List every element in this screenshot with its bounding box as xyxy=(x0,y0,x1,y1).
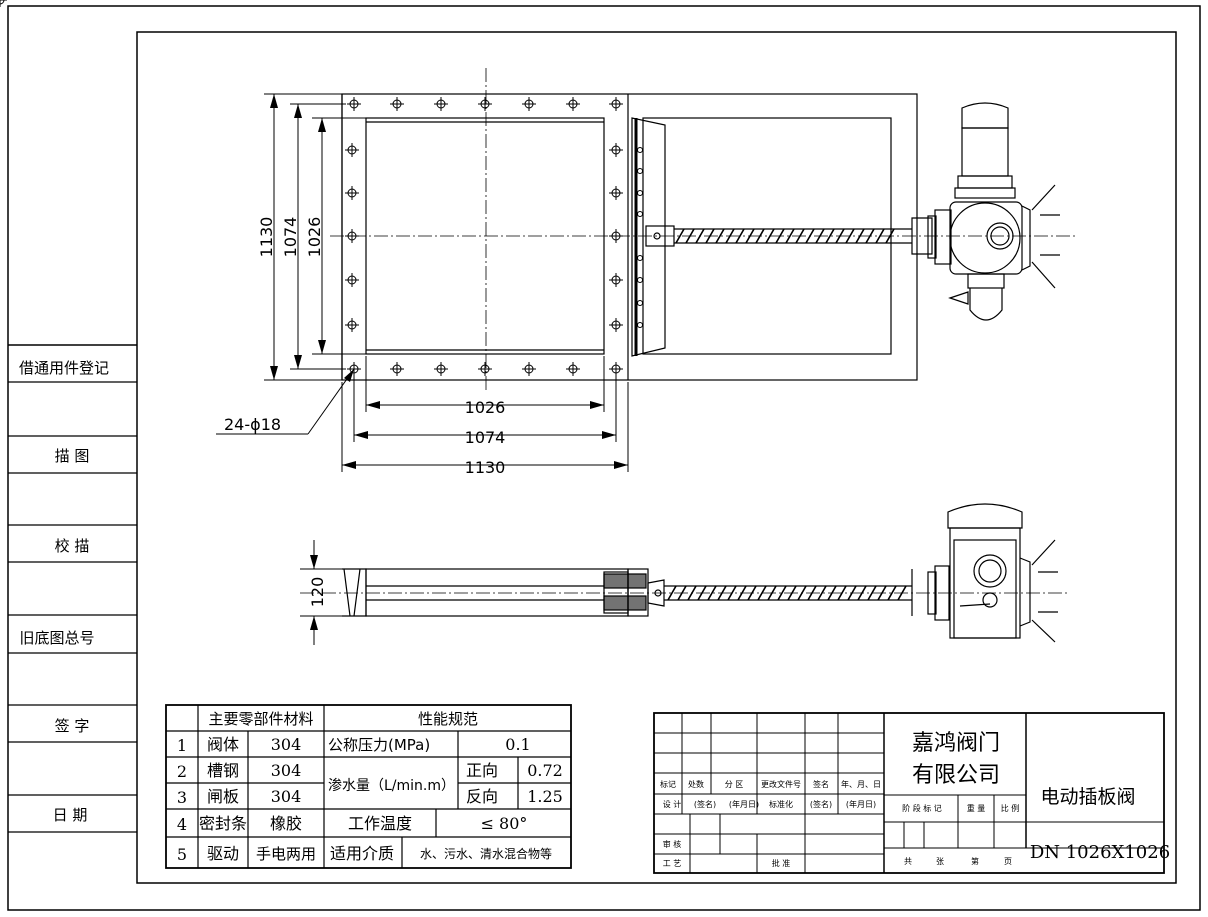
sheet-no: 第 xyxy=(971,856,979,866)
spec-table-grid xyxy=(165,704,572,869)
side-view xyxy=(300,568,1070,617)
dim-width-bolt: 1074 xyxy=(465,428,506,447)
bolt-holes xyxy=(0,0,643,377)
company-line2: 有限公司 xyxy=(912,763,1000,788)
medium-label: 适用介质 xyxy=(330,844,394,863)
temp-label: 工作温度 xyxy=(348,814,412,833)
title-block-text: 嘉鸿阀门 有限公司 电动插板阀 DN 1026X1026 标记 处数 分 区 更… xyxy=(660,731,1170,868)
row-no-3: 3 xyxy=(177,788,187,807)
product-size: DN 1026X1026 xyxy=(1030,842,1170,863)
row-no-2: 2 xyxy=(177,762,187,781)
temp-value: ≤ 80° xyxy=(481,814,528,833)
review-label: 审 核 xyxy=(663,839,682,849)
standardize-label: 标准化 xyxy=(769,799,793,809)
company-line1: 嘉鸿阀门 xyxy=(912,731,1000,756)
row-part-1: 阀体 xyxy=(207,735,239,754)
performance-header: 性能规范 xyxy=(418,710,478,728)
row-material-1: 304 xyxy=(271,735,302,754)
electric-actuator-side xyxy=(927,503,1058,643)
weight-label: 重 量 xyxy=(967,803,986,813)
col-change-doc: 更改文件号 xyxy=(761,779,801,789)
front-dimension-texts: 1130 1074 1026 1026 1074 1130 24-ϕ18 xyxy=(224,217,505,477)
standardize-date: (年月日) xyxy=(846,799,876,809)
front-view xyxy=(330,68,1076,392)
design-sign: (签名) xyxy=(694,799,716,809)
label-proof-trace: 校 描 xyxy=(55,537,90,555)
row-no-4: 4 xyxy=(177,815,187,834)
pressure-value: 0.1 xyxy=(505,735,530,754)
side-dimension-arrows xyxy=(310,555,318,630)
process-label: 工 艺 xyxy=(663,859,682,868)
row-material-4: 橡胶 xyxy=(270,814,302,833)
row-part-4: 密封条 xyxy=(199,814,247,833)
label-date: 日 期 xyxy=(53,806,88,824)
dim-width-outer: 1130 xyxy=(465,458,506,477)
pressure-label: 公称压力(MPa) xyxy=(328,736,430,754)
title-block-grid xyxy=(653,712,1165,874)
front-dimension-arrows xyxy=(270,94,628,469)
design-date: (年月日) xyxy=(729,799,759,809)
sheets-total: 共 xyxy=(904,857,912,866)
stage-mark: 阶 段 标 记 xyxy=(902,803,942,813)
row-material-5: 手电两用 xyxy=(256,845,316,863)
label-signature: 签 字 xyxy=(55,717,90,735)
front-dimension-lines xyxy=(216,93,629,472)
row-part-5: 驱动 xyxy=(207,844,239,863)
leak-label: 渗水量（L/min.m） xyxy=(328,778,455,794)
forward-value: 0.72 xyxy=(527,761,563,780)
sheet-borders xyxy=(7,5,1201,911)
left-strip-labels: 借通用件登记 描 图 校 描 旧底图总号 签 字 日 期 xyxy=(19,359,109,824)
medium-value: 水、污水、清水混合物等 xyxy=(420,846,552,861)
col-mark: 标记 xyxy=(660,779,676,789)
dim-height-inner: 1026 xyxy=(305,217,324,258)
dim-width-inner: 1026 xyxy=(465,398,506,417)
row-material-3: 304 xyxy=(271,787,302,806)
col-zone: 分 区 xyxy=(725,780,744,789)
row-no-5: 5 xyxy=(177,845,187,864)
forward-label: 正向 xyxy=(466,761,498,780)
row-part-2: 槽钢 xyxy=(207,761,239,780)
reverse-value: 1.25 xyxy=(527,787,563,806)
product-name: 电动插板阀 xyxy=(1040,786,1135,808)
approve-label: 批 准 xyxy=(772,858,791,868)
design-label: 设 计 xyxy=(663,799,682,809)
screw-threads xyxy=(675,228,895,244)
materials-header: 主要零部件材料 xyxy=(208,710,313,728)
row-material-2: 304 xyxy=(271,761,302,780)
dim-thickness: 120 xyxy=(308,577,327,608)
row-part-3: 闸板 xyxy=(207,787,239,806)
dim-height-bolt: 1074 xyxy=(281,217,300,258)
scale-label: 比 例 xyxy=(1001,803,1020,813)
label-borrow-register: 借通用件登记 xyxy=(19,359,109,377)
left-strip xyxy=(8,381,137,833)
row-no-1: 1 xyxy=(177,736,187,755)
page-word: 页 xyxy=(1004,857,1012,866)
reverse-label: 反向 xyxy=(466,787,498,806)
col-sign: 签名 xyxy=(813,779,829,789)
standardize-sign: (签名) xyxy=(810,799,832,809)
label-trace: 描 图 xyxy=(55,447,90,465)
dim-holes: 24-ϕ18 xyxy=(224,415,281,434)
spec-table-text: 主要零部件材料 性能规范 1 阀体 304 2 槽钢 304 3 闸板 304 … xyxy=(177,710,563,864)
label-old-drawing-no: 旧底图总号 xyxy=(19,629,94,647)
dim-height-outer: 1130 xyxy=(257,217,276,258)
col-date: 年、月、日 xyxy=(841,779,881,789)
col-count: 处数 xyxy=(688,779,704,789)
electric-actuator-front xyxy=(927,102,1060,321)
sheets-word: 张 xyxy=(936,857,944,866)
